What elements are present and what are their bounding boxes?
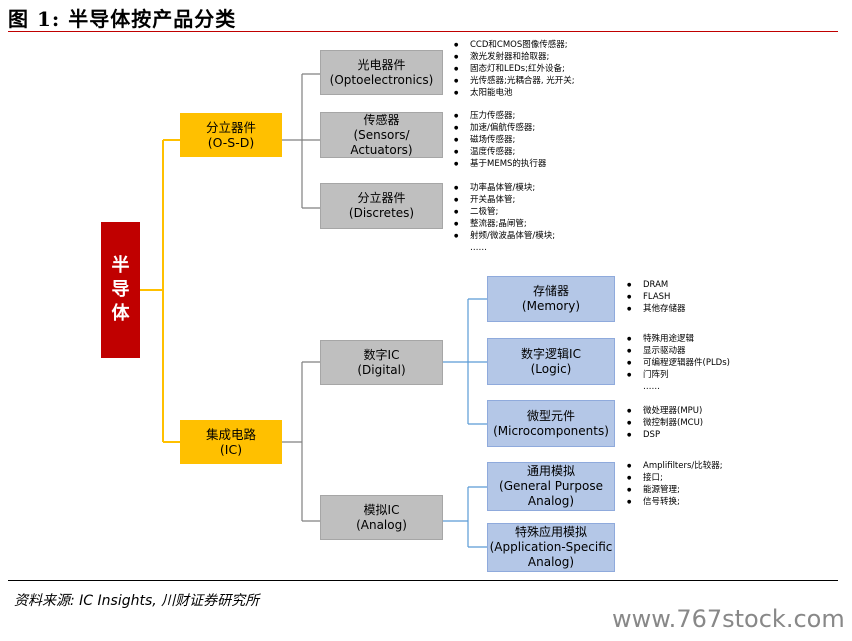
list-item: 激光发射器和拾取器; <box>452 51 575 63</box>
discretes-box: 分立器件 (Discretes) <box>320 183 443 229</box>
list-item: 二极管; <box>452 206 555 218</box>
analog-zh: 模拟IC <box>363 502 400 517</box>
general-en: (General Purpose <box>499 479 603 493</box>
ic-zh: 集成电路 <box>205 427 256 442</box>
list-item: 门阵列 <box>625 369 730 381</box>
connector-ic-to-children <box>282 361 320 522</box>
discretes-list: 功率晶体管/模块; 开关晶体管; 二极管; 整流器;晶闸管; 射频/微波晶体管/… <box>452 182 555 254</box>
list-item: 微处理器(MPU) <box>625 405 703 417</box>
list-item: FLASH <box>625 291 686 303</box>
list-item: 开关晶体管; <box>452 194 555 206</box>
list-item: 整流器;晶闸管; <box>452 218 555 230</box>
list-item: 显示驱动器 <box>625 345 730 357</box>
top-rule <box>8 31 838 32</box>
digital-zh: 数字IC <box>363 347 400 362</box>
general-zh: 通用模拟 <box>526 464 575 478</box>
opto-box: 光电器件 (Optoelectronics) <box>320 50 443 95</box>
list-item: 可编程逻辑器件(PLDs) <box>625 357 730 369</box>
sensors-en2: Actuators) <box>350 142 413 157</box>
ic-box: 集成电路 (IC) <box>180 420 282 464</box>
discretes-en: (Discretes) <box>348 206 415 220</box>
list-item: 基于MEMS的执行器 <box>452 158 546 170</box>
list-item: 特殊用途逻辑 <box>625 333 730 345</box>
digital-en: (Digital) <box>357 362 406 377</box>
list-item: 磁场传感器; <box>452 134 546 146</box>
list-item: DSP <box>625 429 703 441</box>
osd-en: (O-S-D) <box>207 135 255 150</box>
general-box: 通用模拟 (General Purpose Analog) <box>487 462 615 511</box>
list-item: …… <box>470 243 487 253</box>
list-item: 射频/微波晶体管/模块; <box>452 230 555 242</box>
list-item: 微控制器(MCU) <box>625 417 703 429</box>
watermark: www.767stock.com <box>612 605 845 633</box>
list-item: 功率晶体管/模块; <box>452 182 555 194</box>
memory-list: DRAM FLASH 其他存储器 <box>625 279 686 315</box>
list-item: Amplifilters/比较器; <box>625 460 723 472</box>
list-item: 压力传感器; <box>452 110 546 122</box>
list-item: 温度传感器; <box>452 146 546 158</box>
general-list: Amplifilters/比较器; 接口; 能源管理; 信号转换; <box>625 460 723 508</box>
special-en: (Application-Specific <box>489 540 613 554</box>
connector-digital-to-children <box>443 298 487 425</box>
opto-en: (Optoelectronics) <box>329 72 434 87</box>
sensors-box: 传感器 (Sensors/ Actuators) <box>320 112 443 158</box>
logic-zh: 数字逻辑IC <box>521 346 581 361</box>
list-item: 能源管理; <box>625 484 723 496</box>
special-en2: Analog) <box>527 555 575 569</box>
analog-box: 模拟IC (Analog) <box>320 495 443 540</box>
list-item: 信号转换; <box>625 496 723 508</box>
logic-en: (Logic) <box>530 361 572 376</box>
micro-list: 微处理器(MPU) 微控制器(MCU) DSP <box>625 405 703 441</box>
bottom-rule <box>8 580 838 581</box>
logic-list: 特殊用途逻辑 显示驱动器 可编程逻辑器件(PLDs) 门阵列 …… <box>625 333 730 393</box>
list-item: 接口; <box>625 472 723 484</box>
special-zh: 特殊应用模拟 <box>514 525 587 539</box>
list-item: CCD和CMOS图像传感器; <box>452 39 575 51</box>
root-semiconductor-box: 半 导 体 <box>101 222 140 358</box>
logic-box: 数字逻辑IC (Logic) <box>487 338 615 385</box>
list-item: 固态灯和LEDs;红外设备; <box>452 63 575 75</box>
general-en2: Analog) <box>527 494 575 508</box>
root-label: 半 导 体 <box>111 255 130 324</box>
connector-osd-to-children <box>282 73 320 209</box>
analog-en: (Analog) <box>356 517 407 532</box>
micro-box: 微型元件 (Microcomponents) <box>487 400 615 447</box>
micro-zh: 微型元件 <box>526 408 575 423</box>
opto-zh: 光电器件 <box>357 57 406 72</box>
micro-en: (Microcomponents) <box>493 423 609 438</box>
connector-analog-to-children <box>443 486 487 548</box>
list-item: 太阳能电池 <box>452 87 575 99</box>
list-item: 光传感器;光耦合器, 光开关; <box>452 75 575 87</box>
list-item: 加速/偏航传感器; <box>452 122 546 134</box>
digital-box: 数字IC (Digital) <box>320 340 443 385</box>
memory-box: 存储器 (Memory) <box>487 276 615 322</box>
sensors-en: (Sensors/ <box>353 127 410 142</box>
list-item: 其他存储器 <box>625 303 686 315</box>
special-box: 特殊应用模拟 (Application-Specific Analog) <box>487 523 615 572</box>
connector-root-to-level1 <box>140 139 180 443</box>
memory-en: (Memory) <box>521 299 581 313</box>
figure-title: 图 1: 半导体按产品分类 <box>8 7 237 31</box>
ic-en: (IC) <box>219 442 243 457</box>
osd-zh: 分立器件 <box>205 120 256 135</box>
sensors-zh: 传感器 <box>363 112 400 127</box>
memory-zh: 存储器 <box>532 284 569 298</box>
osd-box: 分立器件 (O-S-D) <box>180 113 282 157</box>
discretes-zh: 分立器件 <box>357 191 406 205</box>
source-note: 资料来源: IC Insights, 川财证券研究所 <box>14 593 260 609</box>
sensors-list: 压力传感器; 加速/偏航传感器; 磁场传感器; 温度传感器; 基于MEMS的执行… <box>452 110 546 170</box>
list-item: DRAM <box>625 279 686 291</box>
list-item: …… <box>643 382 660 392</box>
opto-list: CCD和CMOS图像传感器; 激光发射器和拾取器; 固态灯和LEDs;红外设备;… <box>452 39 575 99</box>
